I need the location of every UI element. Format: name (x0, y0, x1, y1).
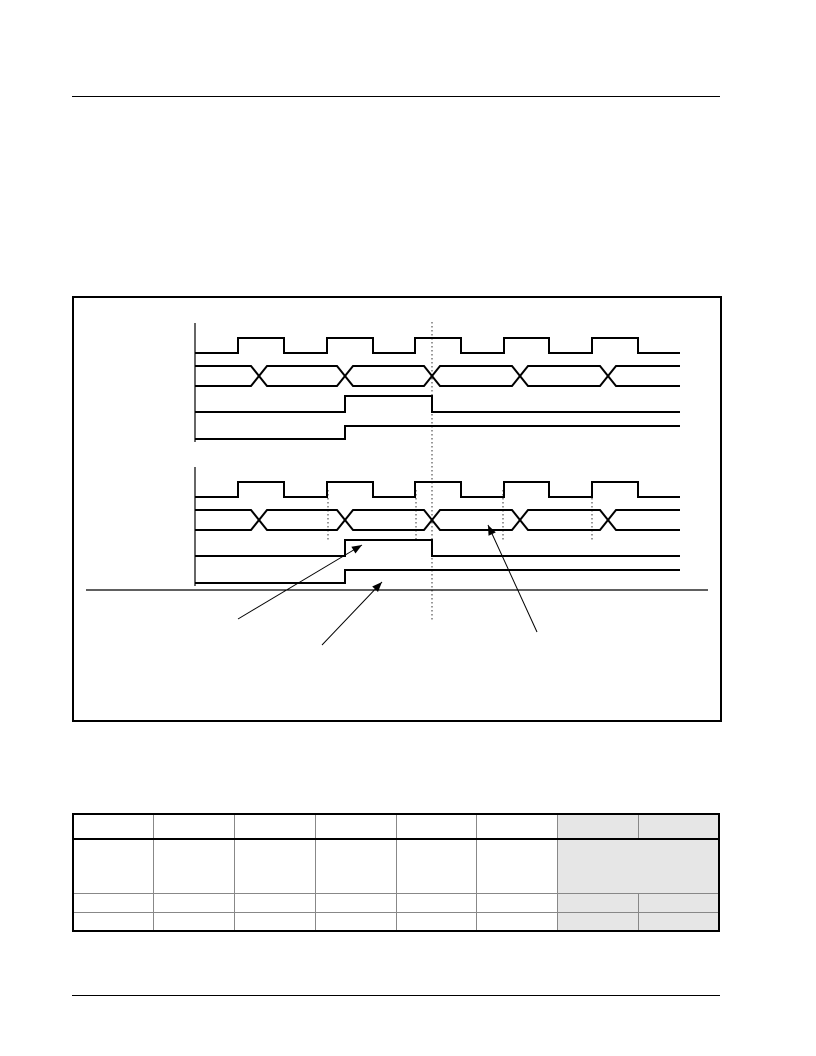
clock-signal (195, 481, 680, 498)
table-cell (314, 912, 396, 931)
table-row (73, 814, 719, 840)
table-cell (234, 839, 316, 894)
table-cell (395, 912, 477, 931)
table-cell (395, 839, 477, 894)
table-row (73, 912, 719, 932)
strobe-signal (195, 395, 680, 413)
table-cell (637, 912, 719, 931)
table-cell (395, 893, 477, 913)
table-cell (314, 814, 396, 840)
table-cell (476, 893, 558, 913)
strobe-signal (195, 539, 680, 557)
table-cell (637, 893, 719, 913)
table-cell (234, 814, 316, 840)
table-cell (637, 814, 719, 840)
timing-diagram-svg (86, 322, 708, 646)
enable-signal (195, 425, 680, 440)
table-cell (153, 912, 235, 931)
table-cell (476, 839, 558, 894)
timing-diagram-1 (194, 323, 680, 442)
table-cell (73, 814, 154, 840)
timing-diagram-2 (194, 467, 680, 586)
annotation-arrow-data (487, 524, 538, 633)
annotation-arrow-strobe (237, 544, 363, 620)
footer-rule (72, 995, 720, 996)
table-cell (557, 839, 719, 894)
table-row (73, 839, 719, 894)
timing-diagram-figure (72, 296, 722, 722)
table-cell (153, 814, 235, 840)
table-cell (73, 839, 154, 894)
register-table (72, 813, 720, 932)
table-row (73, 893, 719, 913)
table-cell (234, 893, 316, 913)
table-cell (73, 893, 154, 913)
clock-signal (195, 337, 680, 354)
enable-signal (195, 569, 680, 584)
table-cell (314, 893, 396, 913)
table-cell (314, 839, 396, 894)
table-cell (395, 814, 477, 840)
table-cell (557, 893, 639, 913)
table-cell (557, 912, 639, 931)
header-rule (72, 96, 720, 97)
table-cell (557, 814, 639, 840)
table-cell (73, 913, 154, 932)
table-cell (234, 912, 316, 931)
data-bus-signal (195, 365, 680, 387)
table-cell (476, 814, 558, 840)
table-cell (153, 893, 235, 913)
table-cell (153, 839, 235, 894)
annotation-arrow-enable (321, 581, 383, 646)
table-cell (476, 912, 558, 931)
data-bus-signal (195, 509, 680, 531)
